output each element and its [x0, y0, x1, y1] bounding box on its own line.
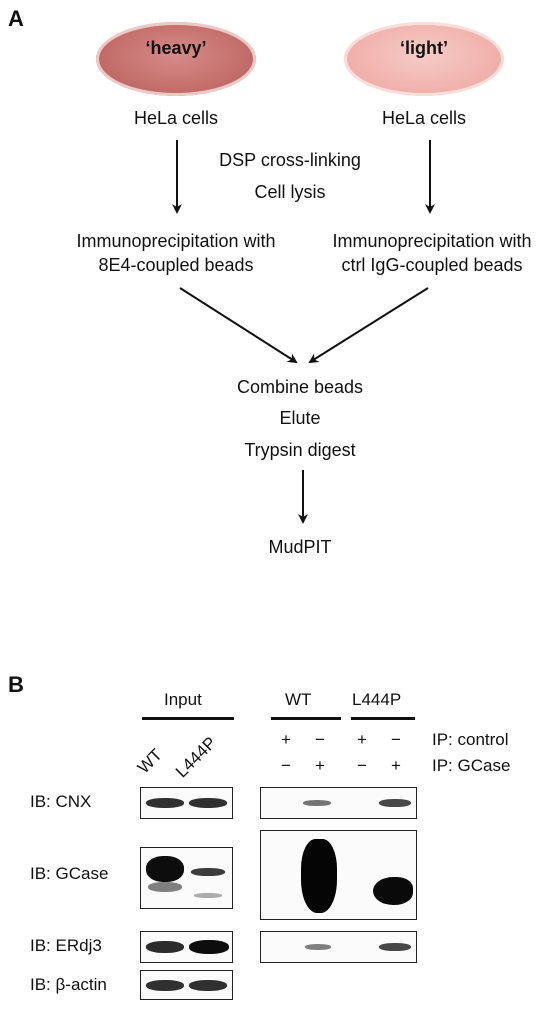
lysis-text: Cell lysis: [254, 182, 326, 202]
ib-label-actin: IB: β-actin: [30, 975, 107, 994]
ip-light-line2: ctrl IgG-coupled beads: [341, 255, 523, 275]
ip-control-sign-3: +: [357, 730, 367, 749]
ip-gcase-sign-2: +: [315, 756, 325, 775]
blot-ip-cnx: [260, 787, 417, 819]
band: [189, 980, 227, 991]
band: [305, 944, 331, 950]
wt-header: WT: [285, 690, 312, 709]
blot-ip-erdj3: [260, 931, 417, 963]
blot-ip-gcase: [260, 830, 417, 920]
band: [379, 943, 411, 951]
input-underline: [142, 717, 234, 720]
band: [373, 877, 413, 905]
input-header: Input: [164, 690, 202, 709]
ip-heavy-line2: 8E4-coupled beads: [98, 255, 254, 275]
arrow-light-merge: [308, 287, 429, 364]
l444p-underline: [351, 717, 415, 720]
ib-label-erdj3: IB: ERdj3: [30, 936, 102, 955]
combine-text: Combine beads: [236, 377, 364, 397]
mudpit-text: MudPIT: [268, 537, 332, 557]
arrow-heavy-merge: [179, 287, 298, 364]
band: [146, 980, 184, 991]
panel-b-letter: B: [8, 672, 24, 697]
heavy-label: ‘heavy’: [145, 38, 207, 58]
blot-input-actin: [140, 970, 233, 1000]
band: [303, 800, 331, 806]
crosslinking-text: DSP cross-linking: [219, 150, 361, 170]
ip-control-sign-2: −: [315, 730, 325, 749]
lane-label-wt: WT: [133, 745, 166, 778]
light-cells-text: HeLa cells: [381, 108, 467, 128]
blot-input-gcase: [140, 847, 233, 909]
band: [189, 940, 229, 954]
lane-label-l444p: L444P: [171, 733, 221, 782]
band: [379, 799, 411, 807]
ib-label-cnx: IB: CNX: [30, 792, 92, 811]
band: [146, 798, 184, 808]
ip-control-label: IP: control: [432, 730, 509, 749]
band: [189, 798, 227, 808]
flow-arrows: [172, 140, 435, 524]
ip-control-sign-1: +: [281, 730, 291, 749]
ip-gcase-sign-3: −: [357, 756, 367, 775]
band: [146, 856, 184, 882]
elute-text: Elute: [279, 408, 321, 428]
blot-input-cnx: [140, 787, 233, 819]
wt-underline: [271, 717, 341, 720]
band: [146, 941, 184, 953]
band: [194, 893, 222, 898]
ip-gcase-sign-4: +: [391, 756, 401, 775]
ip-light-line1: Immunoprecipitation with: [332, 231, 532, 251]
band: [148, 882, 182, 892]
band: [191, 868, 225, 876]
band: [301, 839, 337, 913]
ip-control-sign-4: −: [391, 730, 401, 749]
panel-a-letter: A: [8, 6, 24, 31]
light-dish: ‘light’: [344, 22, 504, 96]
ip-gcase-label: IP: GCase: [432, 756, 511, 775]
blot-input-erdj3: [140, 931, 233, 963]
heavy-cells-text: HeLa cells: [133, 108, 219, 128]
heavy-dish: ‘heavy’: [96, 22, 256, 96]
ip-gcase-sign-1: −: [281, 756, 291, 775]
light-label: ‘light’: [400, 38, 448, 58]
digest-text: Trypsin digest: [244, 440, 356, 460]
ip-heavy-line1: Immunoprecipitation with: [76, 231, 276, 251]
l444p-header: L444P: [352, 690, 402, 709]
ib-label-gcase: IB: GCase: [30, 864, 109, 883]
